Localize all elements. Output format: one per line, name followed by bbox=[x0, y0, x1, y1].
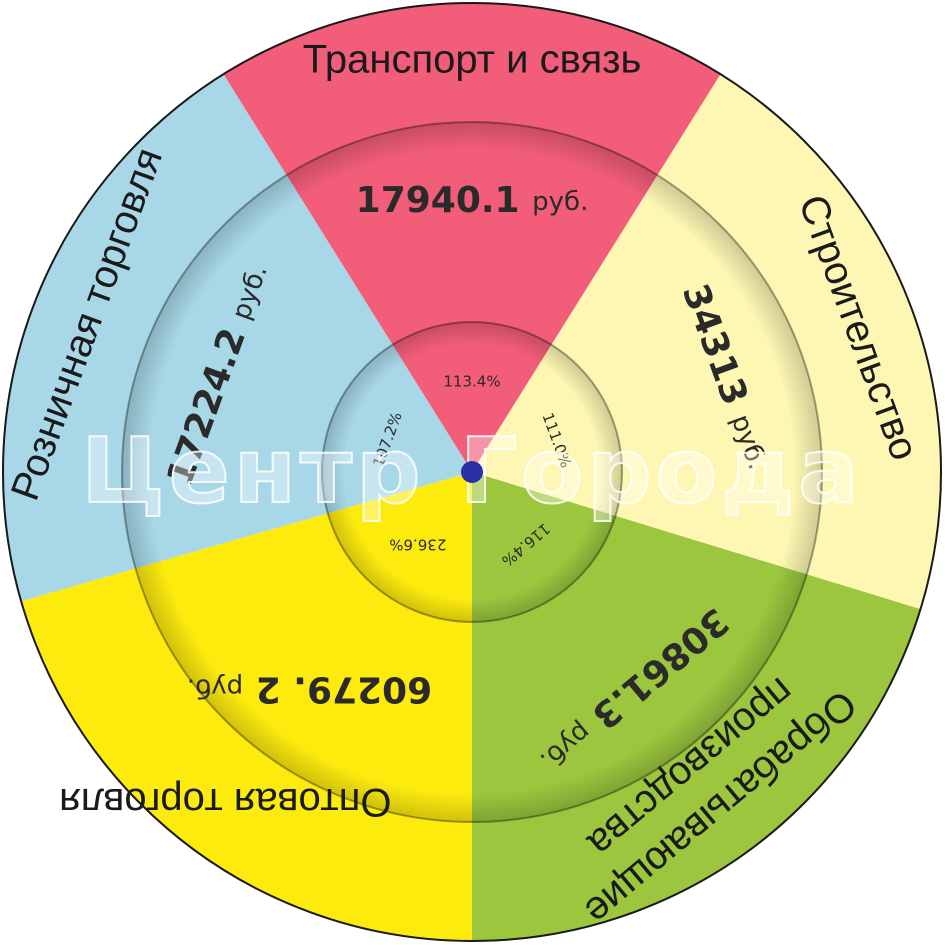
sector-value-label: 17940.1 руб. bbox=[356, 180, 589, 221]
middle-ring-border bbox=[121, 121, 823, 823]
sector-value-unit: руб. bbox=[187, 673, 243, 703]
center-dot bbox=[461, 461, 483, 483]
sector-percent-label: 236.6% bbox=[389, 535, 446, 553]
sector-percent-label: 113.4% bbox=[443, 373, 500, 391]
sector-name-label: Оптовая торговля bbox=[59, 780, 391, 824]
inner-ring-border bbox=[321, 321, 623, 623]
sector-value-label: 60279. 2 руб. bbox=[187, 669, 432, 710]
sector-value-unit: руб. bbox=[532, 187, 588, 217]
sector-name-label: Транспорт и связь bbox=[303, 38, 642, 82]
